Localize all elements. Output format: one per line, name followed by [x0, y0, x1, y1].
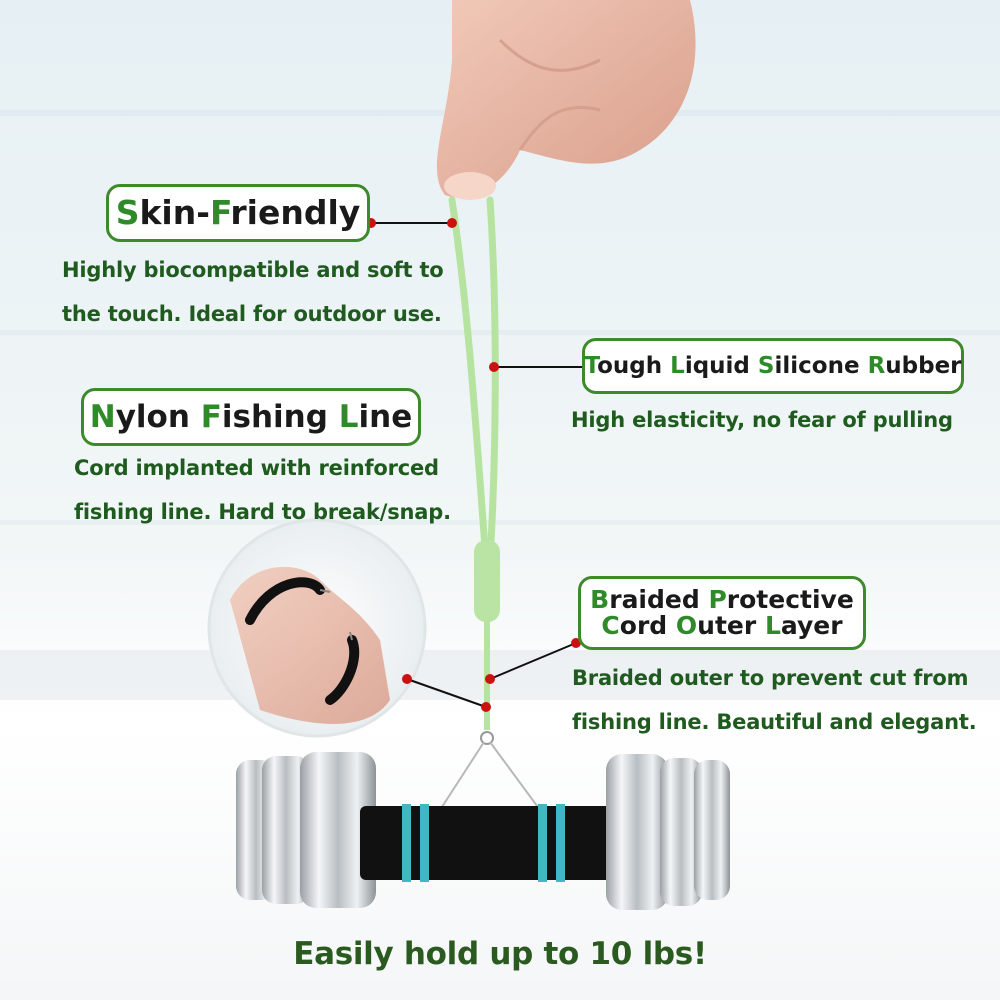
hand-illustration [436, 0, 696, 200]
braided-layer-badge: Braided Protective Cord Outer Layer [578, 576, 866, 650]
braided-layer-title-line2: Cord Outer Layer [601, 611, 843, 640]
braided-layer-title-line1: Braided Protective [590, 584, 854, 614]
silicone-rubber-title: Tough Liquid Silicone Rubber [584, 352, 962, 379]
capacity-caption: Easily hold up to 10 lbs! [293, 936, 707, 972]
nylon-line-title: Nylon Fishing Line [89, 398, 413, 435]
nylon-line-badge: Nylon Fishing Line [81, 388, 421, 446]
skin-friendly-badge: Skin-Friendly [106, 184, 370, 242]
nylon-line-description: Cord implanted with reinforced fishing l… [74, 456, 451, 524]
callout-connectors [366, 218, 582, 712]
fishing-line-closeup [207, 518, 427, 738]
dumbbell-image [236, 752, 730, 910]
silicone-rubber-badge: Tough Liquid Silicone Rubber [582, 338, 964, 394]
silicone-rubber-description: High elasticity, no fear of pulling [571, 408, 953, 432]
skin-friendly-description: Highly biocompatible and soft to the tou… [62, 258, 444, 326]
skin-friendly-title: Skin-Friendly [115, 192, 361, 232]
braided-layer-description: Braided outer to prevent cut from fishin… [572, 666, 977, 734]
